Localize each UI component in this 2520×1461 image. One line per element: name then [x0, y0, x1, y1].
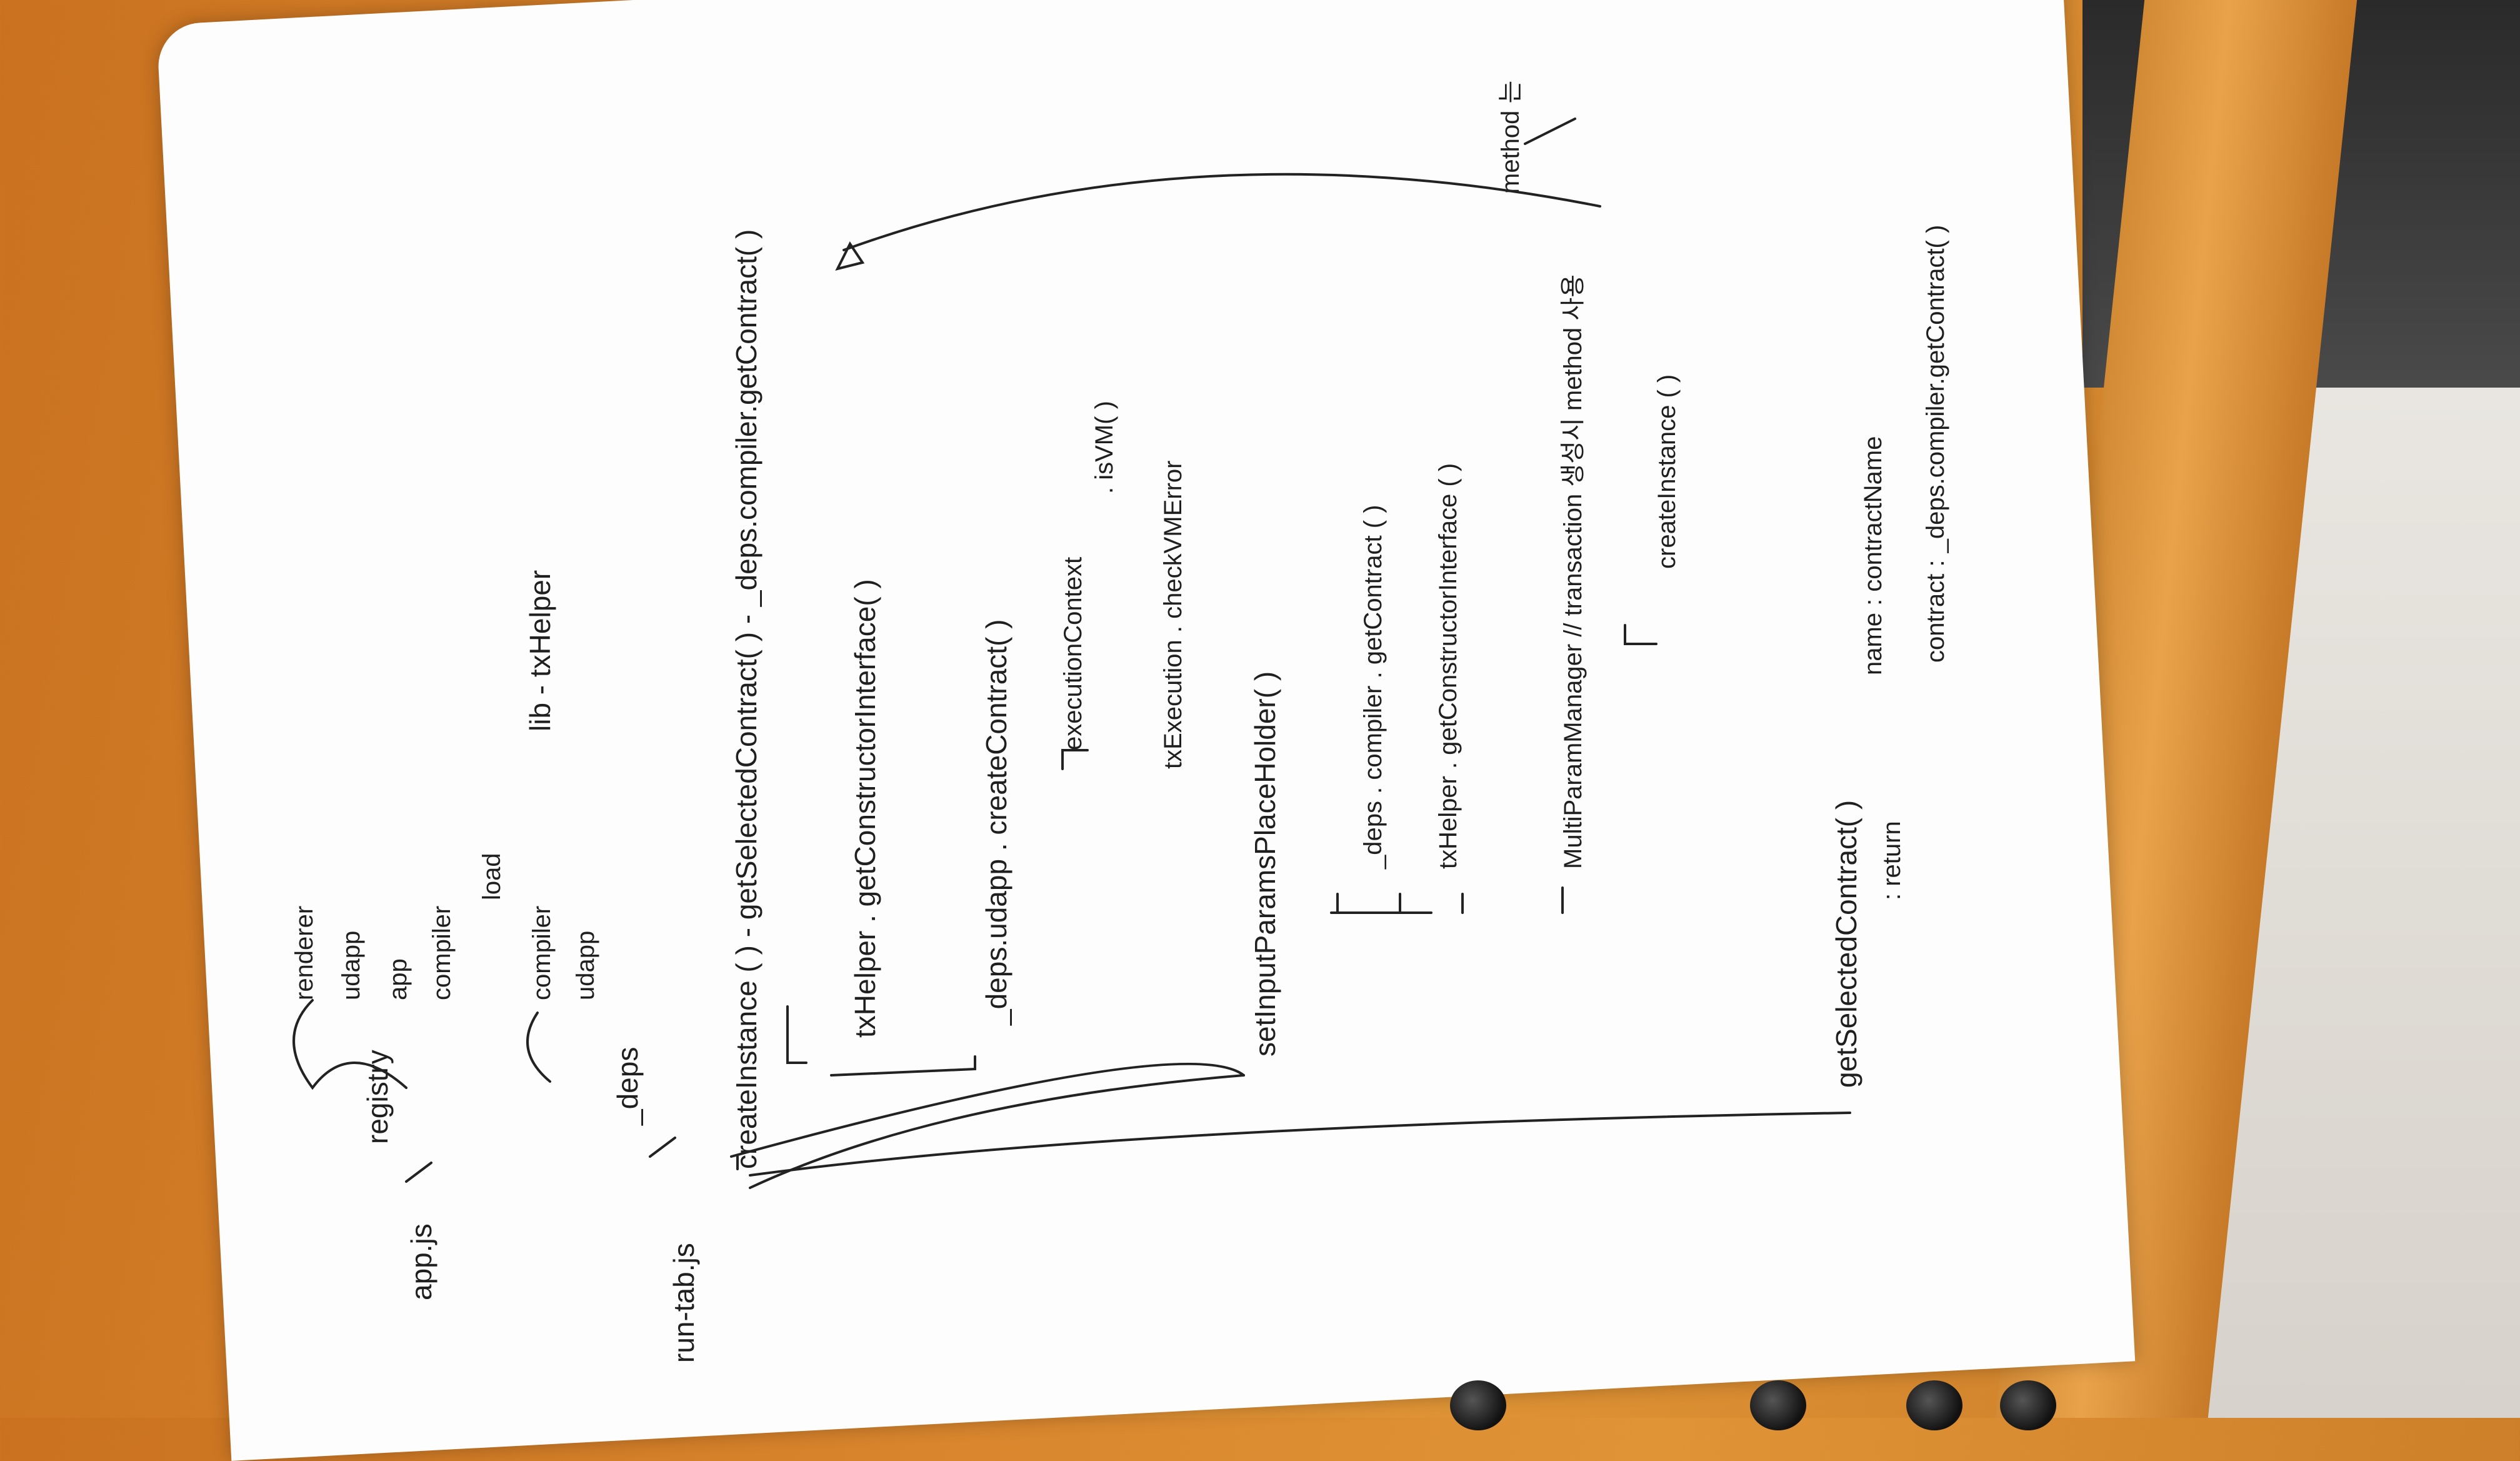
- handwritten-notes: app.js run-tab.js registry renderer udap…: [291, 81, 1949, 1363]
- note-set-input: setInputParamsPlaceHolder( ): [1249, 671, 1281, 1057]
- note-execution-context: executionContext: [1059, 557, 1087, 750]
- note-compiler-2: compiler: [528, 906, 556, 1000]
- note-lib: lib - txHelper: [524, 570, 556, 731]
- note-app-js: app.js: [405, 1223, 438, 1300]
- photo-scene: app.js run-tab.js registry renderer udap…: [291, 0, 2520, 1430]
- note-deps-compiler: _deps . compiler . getContract ( ): [1359, 505, 1387, 870]
- note-return: : return: [1878, 821, 1906, 900]
- note-tx-helper-get: txHelper . getConstructorInterface( ): [849, 579, 881, 1038]
- note-udapp: udapp: [338, 931, 365, 1000]
- note-load: load: [478, 853, 506, 900]
- note-udapp-2: udapp: [572, 931, 599, 1000]
- note-name-field: name : contractName: [1859, 436, 1887, 675]
- note-udapp-create: _deps.udapp . createContract( ): [980, 620, 1012, 1026]
- note-run-tab: run-tab.js: [668, 1243, 700, 1363]
- note-contract-field: contract : _deps.compiler.getContract( ): [1922, 225, 1949, 663]
- stroke-app-registry: [405, 1162, 432, 1183]
- note-renderer: renderer: [291, 906, 318, 1000]
- note-get-selected: getSelectedContract( ): [1830, 800, 1862, 1088]
- note-tx-execution: txExecution . checkVMError: [1159, 461, 1187, 770]
- note-app: app: [384, 958, 412, 1000]
- note-tx-helper-constructor: txHelper . getConstructorInterface ( ): [1434, 463, 1462, 869]
- note-multi-param: MultiParamManager // transaction 생성시 met…: [1559, 274, 1587, 869]
- note-method: method 는: [1497, 81, 1524, 194]
- note-compiler: compiler: [428, 906, 456, 1000]
- note-create-instance-2: createInstance ( ): [1653, 374, 1681, 569]
- note-deps: _deps: [611, 1047, 644, 1126]
- note-create-instance: createInstance ( ) - getSelectedContract…: [730, 229, 762, 1169]
- note-is-vm: . isVM( ): [1091, 401, 1118, 494]
